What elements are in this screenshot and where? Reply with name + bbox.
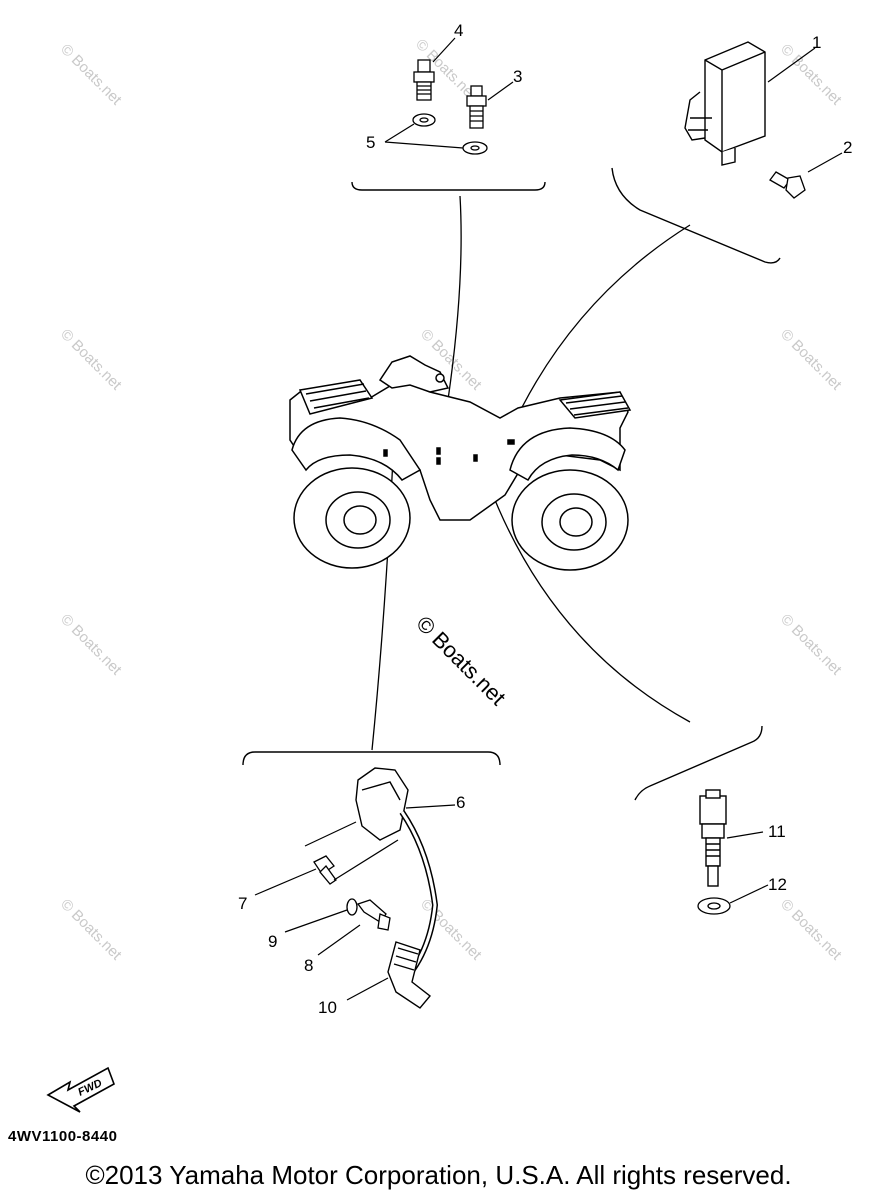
watermark: © Boats.net bbox=[57, 896, 125, 964]
callout-9: 9 bbox=[268, 932, 277, 951]
callout-8: 8 bbox=[304, 956, 313, 975]
watermark: © Boats.net bbox=[777, 326, 845, 394]
callout-4: 4 bbox=[454, 21, 463, 40]
callout-10: 10 bbox=[318, 998, 337, 1017]
watermark: © Boats.net bbox=[777, 611, 845, 679]
fwd-arrow-icon: FWD bbox=[46, 1066, 115, 1113]
copyright-notice: ©2013 Yamaha Motor Corporation, U.S.A. A… bbox=[85, 1160, 792, 1190]
bolt-8 bbox=[356, 899, 391, 931]
sensor-screw-4 bbox=[413, 59, 435, 101]
watermark: © Boats.net bbox=[57, 41, 125, 109]
washer-5 bbox=[412, 113, 488, 155]
callouts: 1 2 3 4 5 6 7 8 9 10 11 12 bbox=[238, 21, 852, 1017]
callout-12: 12 bbox=[768, 875, 787, 894]
control-unit-1 bbox=[684, 41, 766, 166]
plug-cap-10 bbox=[387, 941, 432, 1009]
group-brackets bbox=[242, 167, 781, 801]
callout-6: 6 bbox=[456, 793, 465, 812]
watermark-center: © Boats.net bbox=[411, 611, 510, 710]
callout-11: 11 bbox=[768, 822, 786, 841]
atv-illustration bbox=[289, 355, 632, 571]
callout-leaders bbox=[254, 37, 843, 1001]
diagram-code: 4WV1100-8440 bbox=[8, 1128, 118, 1145]
gasket-12 bbox=[697, 897, 731, 915]
callout-5: 5 bbox=[366, 133, 375, 152]
bolt-2 bbox=[769, 171, 806, 199]
watermark: © Boats.net bbox=[417, 896, 485, 964]
sensor-screw-3 bbox=[466, 85, 487, 129]
watermark: © Boats.net bbox=[777, 896, 845, 964]
bolt-7 bbox=[313, 855, 337, 885]
washer-9 bbox=[346, 898, 358, 916]
callout-2: 2 bbox=[843, 138, 852, 157]
watermark: © Boats.net bbox=[57, 326, 125, 394]
watermark: © Boats.net bbox=[57, 611, 125, 679]
sensor-11 bbox=[699, 789, 727, 887]
callout-1: 1 bbox=[812, 33, 821, 52]
callout-7: 7 bbox=[238, 894, 247, 913]
callout-3: 3 bbox=[513, 67, 522, 86]
mount-lines bbox=[304, 821, 399, 881]
